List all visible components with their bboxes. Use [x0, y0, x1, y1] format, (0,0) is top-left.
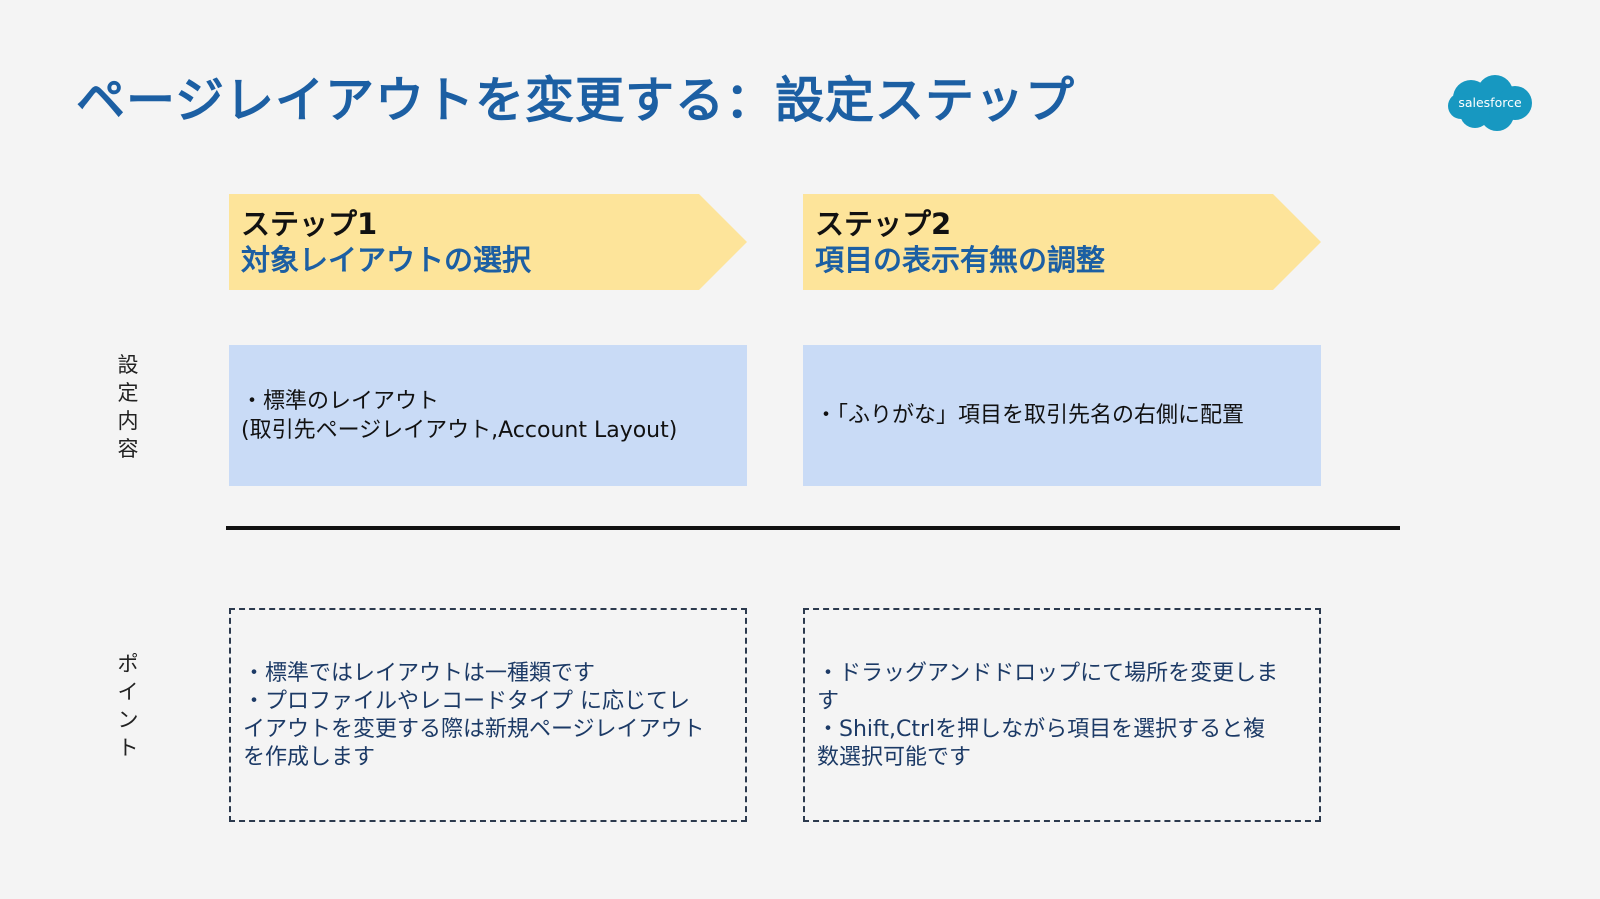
settings-row-label: 設定内容: [117, 353, 139, 461]
points-2-line-4: 数選択可能です: [817, 745, 972, 770]
settings-box-1: ・標準のレイアウト (取引先ページレイアウト,Account Layout): [229, 345, 747, 486]
step-1-arrow-shape: [229, 194, 747, 290]
step-1-label: ステップ1: [241, 207, 378, 241]
slide-title: ページレイアウトを変更する：設定ステップ: [76, 72, 1076, 129]
salesforce-logo: salesforce: [1447, 74, 1533, 132]
points-1-line-1: ・標準ではレイアウトは一種類です: [243, 661, 596, 686]
points-box-2: ・ドラッグアンドドロップにて場所を変更しま す ・Shift,Ctrlを押しなが…: [803, 608, 1321, 822]
points-2-line-3: ・Shift,Ctrlを押しながら項目を選択すると複: [817, 717, 1266, 742]
points-1-line-2: ・プロファイルやレコードタイプ に応じてレ: [243, 689, 690, 714]
step-1-name: 対象レイアウトの選択: [241, 243, 532, 277]
settings-2-line-1: ・「ふりがな」項目を取引先名の右側に配置: [815, 403, 1245, 428]
points-2-line-1: ・ドラッグアンドドロップにて場所を変更しま: [817, 661, 1279, 686]
step-2-name: 項目の表示有無の調整: [815, 243, 1106, 277]
logo-text: salesforce: [1458, 95, 1522, 110]
step-1-banner: ステップ1 対象レイアウトの選択: [229, 194, 747, 290]
section-divider: [226, 526, 1400, 530]
settings-1-line-1: ・標準のレイアウト: [241, 388, 440, 414]
points-2-line-2: す: [817, 689, 840, 714]
points-1-line-4: を作成します: [243, 745, 376, 770]
step-2-banner: ステップ2 項目の表示有無の調整: [803, 194, 1321, 290]
points-row-label: ポイント: [117, 652, 139, 760]
points-box-1: ・標準ではレイアウトは一種類です ・プロファイルやレコードタイプ に応じてレ イ…: [229, 608, 747, 822]
step-2-label: ステップ2: [815, 207, 952, 241]
salesforce-cloud-icon: salesforce: [1448, 75, 1532, 131]
points-1-line-3: イアウトを変更する際は新規ページレイアウト: [243, 717, 705, 742]
step-2-arrow-shape: [803, 194, 1321, 290]
settings-box-2: ・「ふりがな」項目を取引先名の右側に配置: [803, 345, 1321, 486]
settings-1-line-2: (取引先ページレイアウト,Account Layout): [241, 417, 678, 443]
